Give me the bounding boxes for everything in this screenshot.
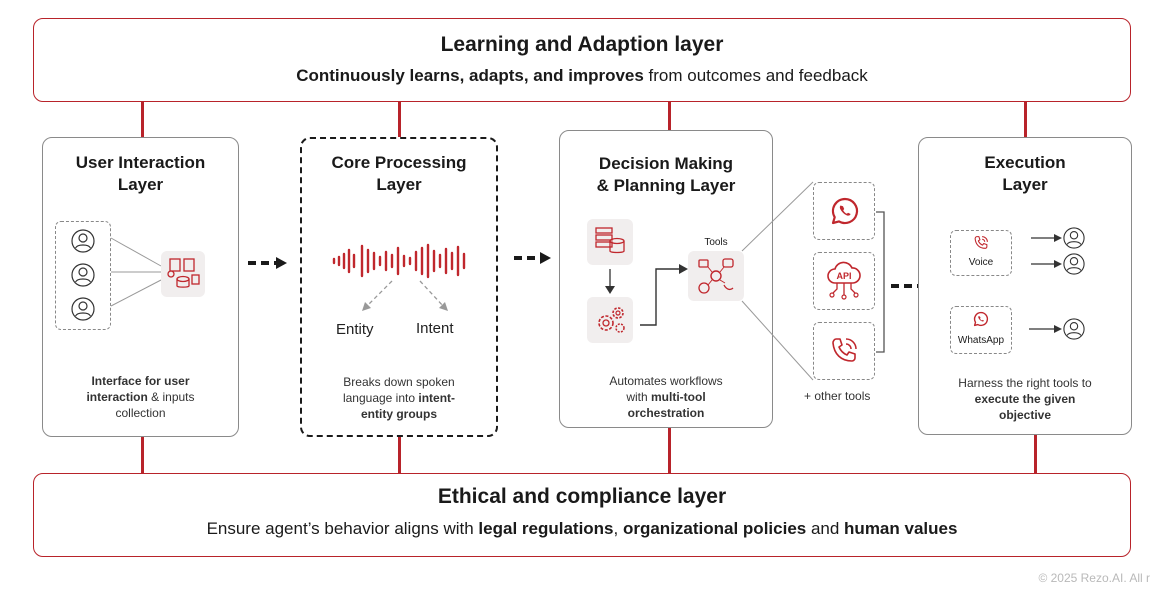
user-layer-description: Interface for user interaction & inputs … <box>86 374 195 420</box>
user-connection-lines <box>110 237 162 307</box>
user-icon <box>1063 318 1085 340</box>
user-icon <box>71 263 95 287</box>
execution-layer: Execution Layer Voice WhatsApp Harness t… <box>918 137 1132 435</box>
api-icon-label: API <box>836 271 852 281</box>
whatsapp-label: WhatsApp <box>957 335 1005 346</box>
decision-layer-title: Decision Making & Planning Layer <box>596 154 736 195</box>
api-cloud-icon <box>827 261 861 300</box>
connector-bottom-1 <box>141 437 144 473</box>
tools-tile <box>688 251 744 301</box>
phone-call-icon <box>832 338 857 362</box>
copyright-footer: © 2025 Rezo.AI. All r <box>1038 571 1150 585</box>
ethical-compliance-layer: Ethical and compliance layer Ensure agen… <box>33 473 1131 557</box>
learning-adaption-layer: Learning and Adaption layer Continuously… <box>33 18 1131 102</box>
core-layer-description: Breaks down spoken language into intent-… <box>342 375 456 421</box>
connector-top-4 <box>1024 102 1027 137</box>
decision-planning-layer: Decision Making & Planning Layer Tools <box>559 130 773 428</box>
gears-tile <box>587 297 633 343</box>
connector-bottom-4 <box>1034 435 1037 473</box>
user-icon <box>71 229 95 253</box>
user-interaction-layer: User Interaction Layer Interface for use… <box>42 137 239 437</box>
split-arrows <box>362 280 448 311</box>
entity-label: Entity <box>336 321 374 338</box>
whatsapp-icon <box>973 311 989 327</box>
server-database-icon <box>595 227 625 254</box>
intent-label: Intent <box>416 320 454 337</box>
elbow-connector <box>640 264 688 326</box>
core-layer-title: Core Processing Layer <box>331 153 467 194</box>
execution-layer-title: Execution Layer <box>984 153 1066 194</box>
voice-label: Voice <box>968 257 994 268</box>
gears-icon <box>598 307 625 333</box>
tools-label: Tools <box>704 237 728 248</box>
down-arrow <box>605 269 615 294</box>
execution-layer-description: Harness the right tools to execute the g… <box>958 376 1092 422</box>
user-icon <box>1063 227 1085 249</box>
voice-channel-box <box>950 230 1012 276</box>
whatsapp-icon <box>831 197 859 225</box>
connector-top-1 <box>141 102 144 137</box>
execution-arrows <box>1029 234 1062 333</box>
learning-layer-title: Learning and Adaption layer <box>440 33 724 56</box>
decision-layer-description: Automates workflows with multi-tool orch… <box>609 374 723 420</box>
connector-top-3 <box>668 102 671 130</box>
connector-bottom-3 <box>668 428 671 473</box>
flow-arrow-2 <box>514 252 551 264</box>
voice-phone-icon <box>974 236 988 249</box>
other-tools-label: + other tools <box>804 389 871 403</box>
user-layer-title: User Interaction Layer <box>75 153 206 194</box>
ethical-layer-subtitle: Ensure agent’s behavior aligns with lega… <box>206 519 958 538</box>
call-tool-box <box>813 322 875 380</box>
user-icon <box>71 297 95 321</box>
user-icon <box>1063 253 1085 275</box>
whatsapp-channel-box <box>950 306 1012 354</box>
whatsapp-tool-box <box>813 182 875 240</box>
waveform-icon <box>332 243 466 279</box>
connector-bottom-2 <box>398 437 401 473</box>
interface-documents-icon <box>167 258 200 288</box>
ethical-layer-title: Ethical and compliance layer <box>437 485 727 508</box>
flow-arrow-1 <box>248 257 287 269</box>
learning-layer-subtitle: Continuously learns, adapts, and improve… <box>296 66 868 85</box>
tools-cluster-icon <box>698 258 734 294</box>
connector-top-2 <box>398 102 401 137</box>
core-processing-layer: Core Processing Layer Entity Intent Brea… <box>300 137 498 437</box>
